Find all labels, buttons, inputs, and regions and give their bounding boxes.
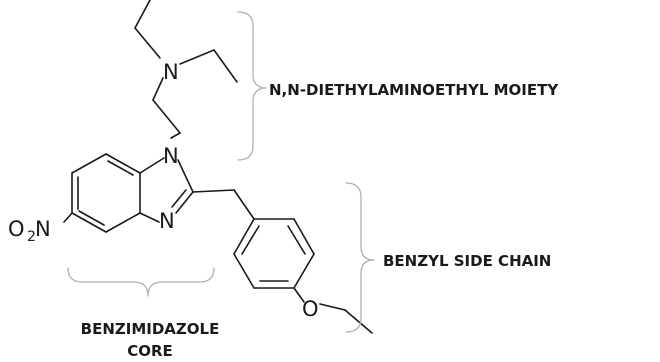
atom-labels: N N N O O 2 N <box>8 60 319 321</box>
bond-ethoxy-2 <box>319 303 346 311</box>
bond-lines <box>63 0 373 334</box>
bond-ch2-2 <box>233 189 255 220</box>
bond-benz-c <box>105 212 141 233</box>
bond-nitro <box>63 212 73 223</box>
atom-ether-o: O <box>302 297 319 321</box>
bond-linker-2 <box>152 99 181 134</box>
atom-amine-n: N <box>163 60 179 84</box>
bond-ph-e <box>233 253 255 289</box>
bond-ph-f <box>233 218 255 255</box>
bond-ph-inner-1 <box>287 225 306 255</box>
atom-ring-n3: N <box>159 209 175 233</box>
bond-ethyl2-ch2 <box>179 49 215 65</box>
bond-ch2-1 <box>192 189 235 193</box>
brace-amine <box>237 11 267 161</box>
bond-ph-c <box>293 253 315 289</box>
atom-ring-n1: N <box>163 144 179 168</box>
bond-benz-f <box>71 153 107 174</box>
section-labels: N,N-DIETHYLAMINOETHYL MOIETY BENZYL SIDE… <box>81 81 560 360</box>
brace-core <box>67 267 215 297</box>
label-benzyl-side-chain: BENZYL SIDE CHAIN <box>383 252 551 270</box>
bond-ethoxy-1 <box>293 287 305 303</box>
bond-linker-1 <box>152 77 164 101</box>
bond-ethyl2-ch3 <box>213 49 238 83</box>
bond-ethyl1-ch2 <box>134 27 161 59</box>
bond-imid-c2b <box>175 191 194 214</box>
bond-imid-n3 <box>139 212 160 223</box>
bond-benz-inner-1 <box>107 160 134 176</box>
bond-linker-3 <box>170 132 181 139</box>
label-core-line2: CORE <box>127 342 173 360</box>
bond-benz-a <box>105 153 141 174</box>
brace-lines <box>67 11 375 333</box>
brace-benzyl <box>345 182 375 333</box>
bond-ethoxy-3 <box>344 309 373 334</box>
bond-ph-b <box>293 218 315 255</box>
bond-imid-c2a <box>177 159 194 193</box>
atom-nitro-sub: 2 <box>27 229 36 245</box>
atom-nitro-o: O <box>8 217 25 241</box>
label-core-line1: BENZIMIDAZOLE <box>81 320 220 338</box>
atom-nitro-n: N <box>35 217 51 241</box>
bond-benz-d <box>71 212 107 233</box>
bond-ethyl1-ch3 <box>134 0 151 29</box>
bond-ph-inner-3 <box>241 225 260 255</box>
bond-imid-n1 <box>139 157 165 174</box>
bond-imid-c2b-double <box>171 189 187 208</box>
label-amine-moiety: N,N-DIETHYLAMINOETHYL MOIETY <box>269 81 559 99</box>
bond-benz-inner-2 <box>78 210 105 226</box>
